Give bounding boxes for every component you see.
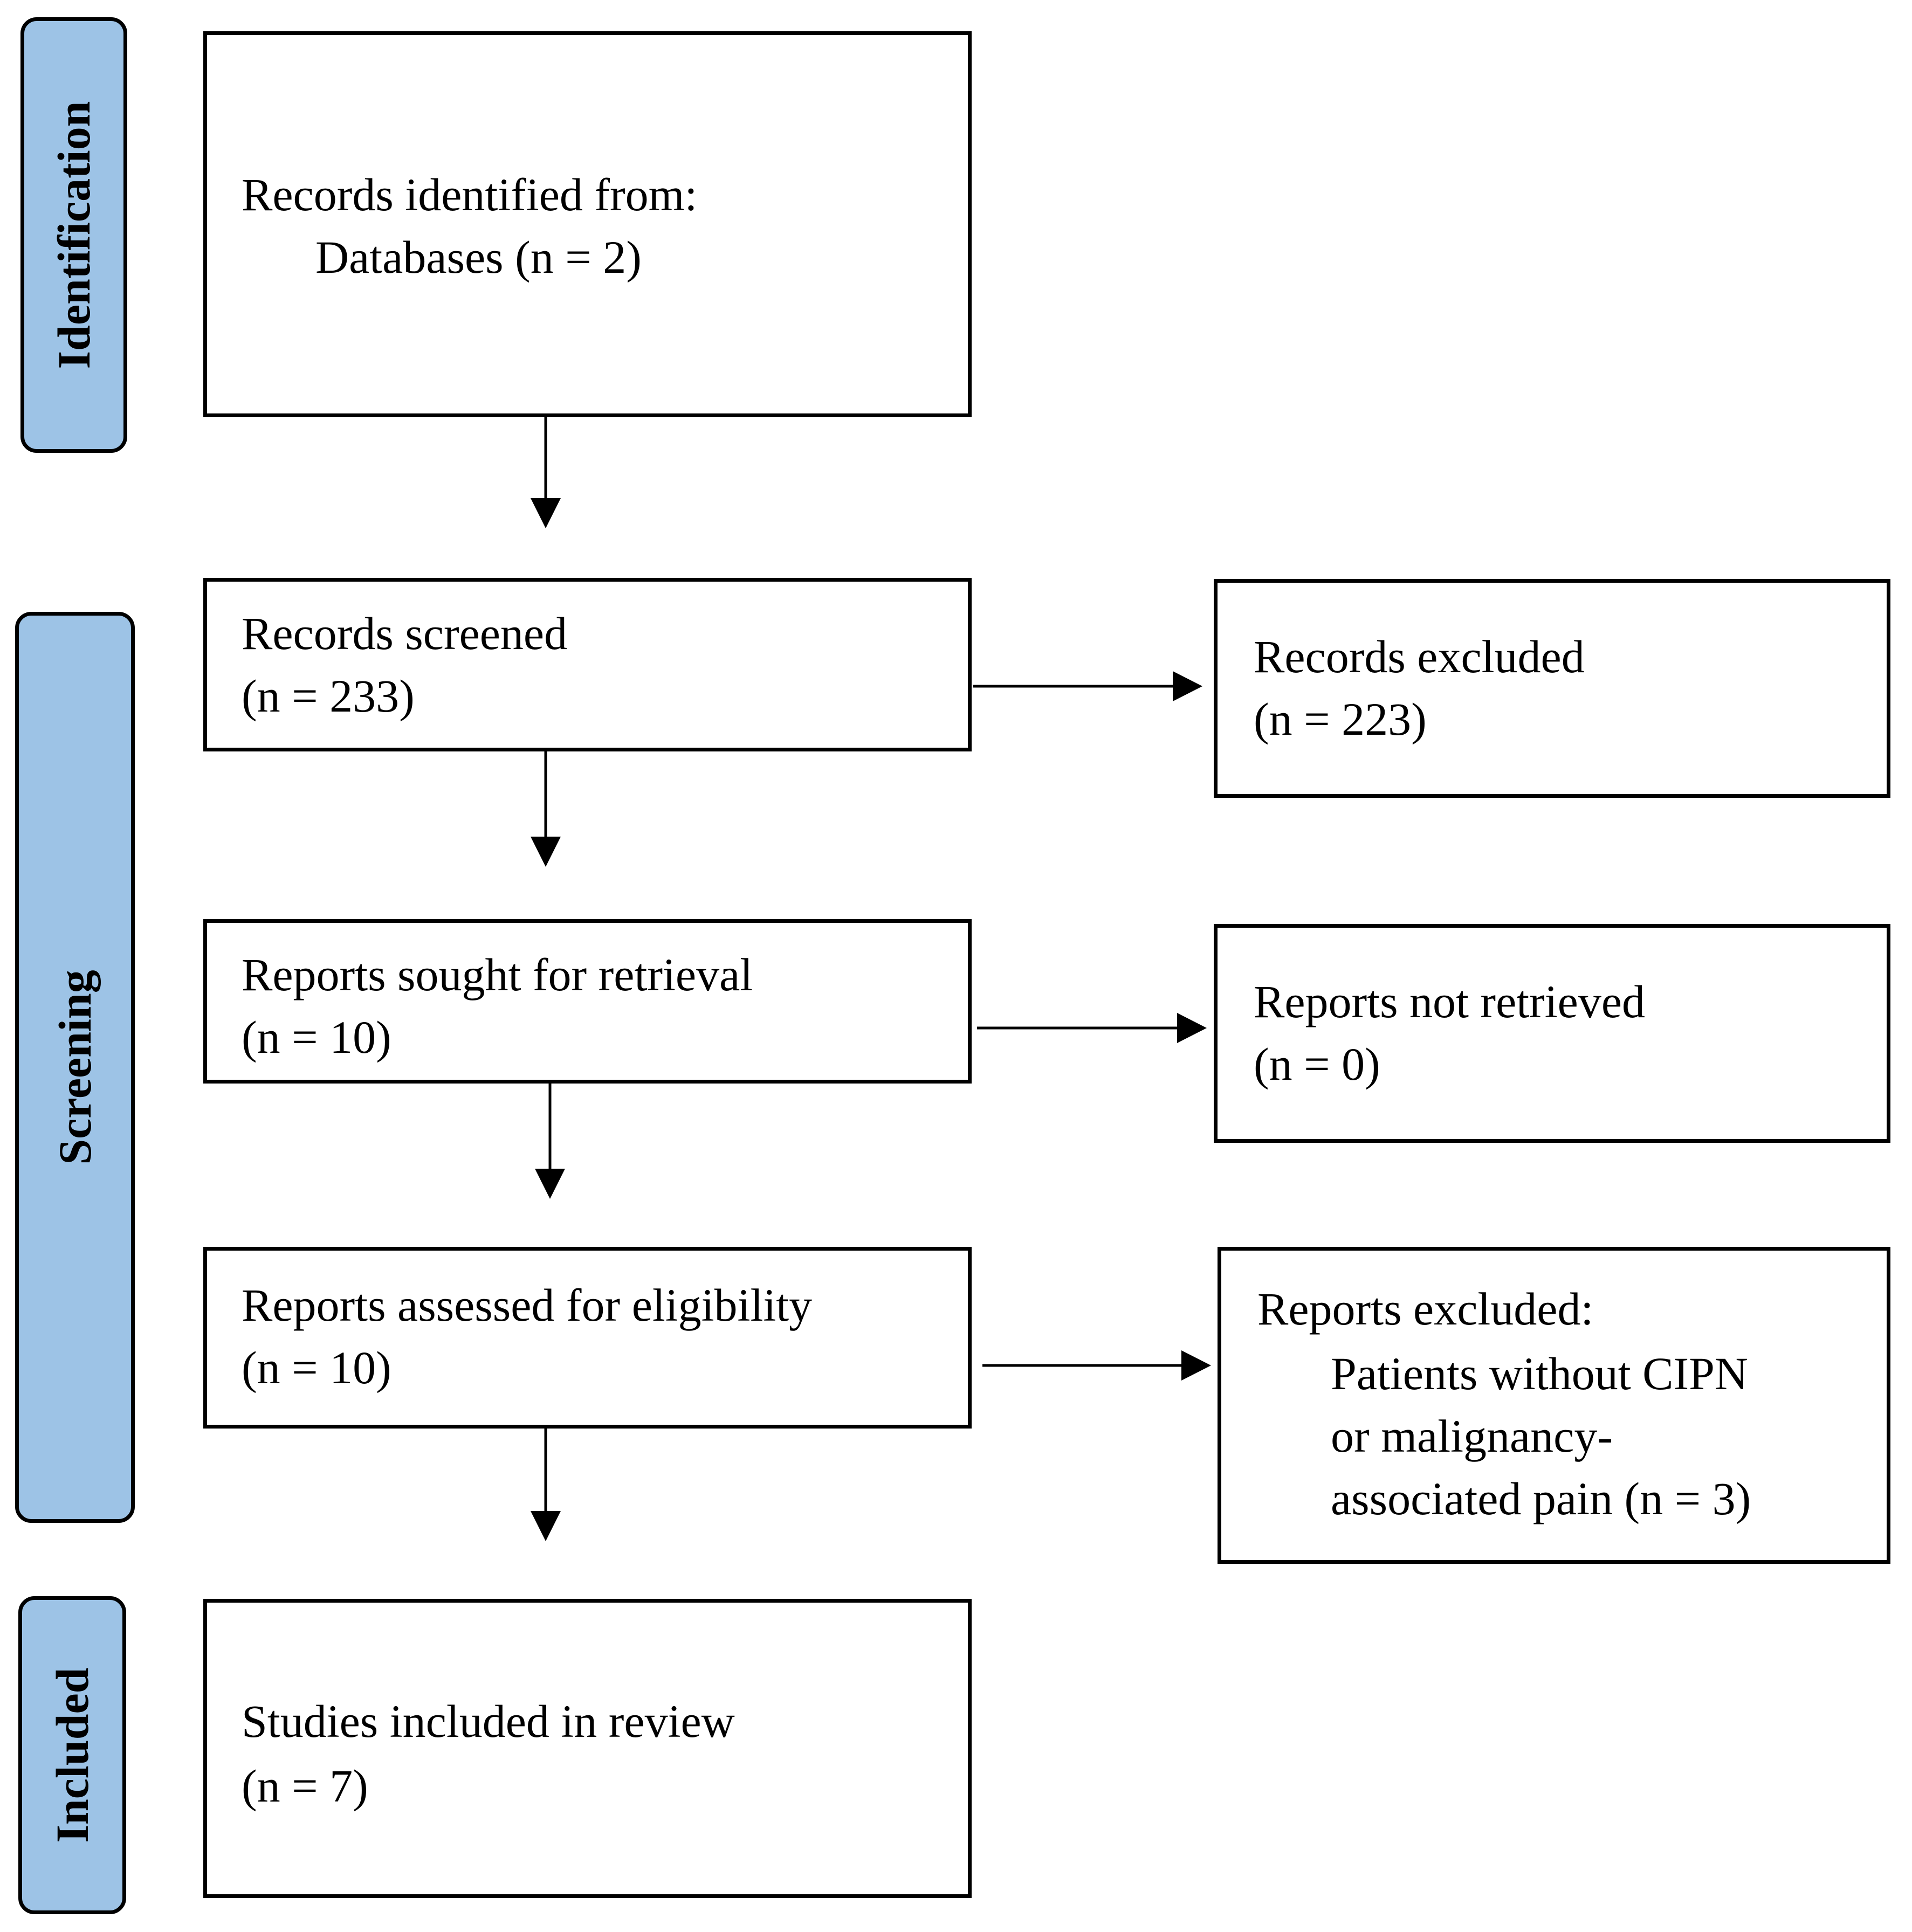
studies-included-box: [203, 1599, 972, 1898]
reports-excluded-label: Reports excluded:: [1257, 1283, 1594, 1335]
records-excluded-label: Records excluded: [1254, 631, 1585, 682]
reports-excluded-reason-line3: associated pain (n = 3): [1331, 1473, 1751, 1524]
reports-sought-box: [203, 919, 972, 1084]
records-screened-label: Records screened: [242, 608, 568, 659]
phase-identification: Identification: [20, 17, 127, 453]
arrowhead-right-1: [1173, 671, 1202, 701]
records-identified-title: Records identified from:: [242, 169, 698, 220]
reports-sought-label: Reports sought for retrieval: [242, 949, 753, 1000]
records-identified-box: [203, 31, 972, 417]
reports-not-retrieved-count: (n = 0): [1254, 1038, 1380, 1090]
records-screened-count: (n = 233): [242, 670, 415, 722]
arrowhead-right-2: [1177, 1013, 1207, 1043]
reports-excluded-reason-line1: Patients without CIPN: [1331, 1348, 1749, 1399]
studies-included-count: (n = 7): [242, 1760, 368, 1812]
studies-included-label: Studies included in review: [242, 1695, 735, 1747]
reports-excluded-reason-line2: or malignancy-: [1331, 1410, 1613, 1462]
phase-screening: Screening: [15, 612, 135, 1523]
arrowhead-right-3: [1181, 1350, 1211, 1381]
reports-assessed-label: Reports assessed for eligibility: [242, 1279, 813, 1331]
reports-not-retrieved-label: Reports not retrieved: [1254, 976, 1646, 1027]
reports-assessed-box: [203, 1247, 972, 1429]
reports-excluded-box: [1218, 1247, 1890, 1564]
arrowhead-down-3: [535, 1169, 565, 1199]
records-excluded-box: [1214, 579, 1890, 798]
records-screened-box: [203, 578, 972, 751]
records-excluded-count: (n = 223): [1254, 693, 1427, 745]
arrowhead-down-2: [531, 837, 561, 867]
reports-not-retrieved-box: [1214, 924, 1890, 1143]
phase-included: Included: [18, 1596, 126, 1914]
arrowhead-down-4: [531, 1511, 561, 1541]
records-identified-databases: Databases (n = 2): [315, 231, 642, 283]
reports-assessed-count: (n = 10): [242, 1342, 391, 1393]
reports-sought-count: (n = 10): [242, 1011, 391, 1063]
arrowhead-down-1: [531, 498, 561, 528]
